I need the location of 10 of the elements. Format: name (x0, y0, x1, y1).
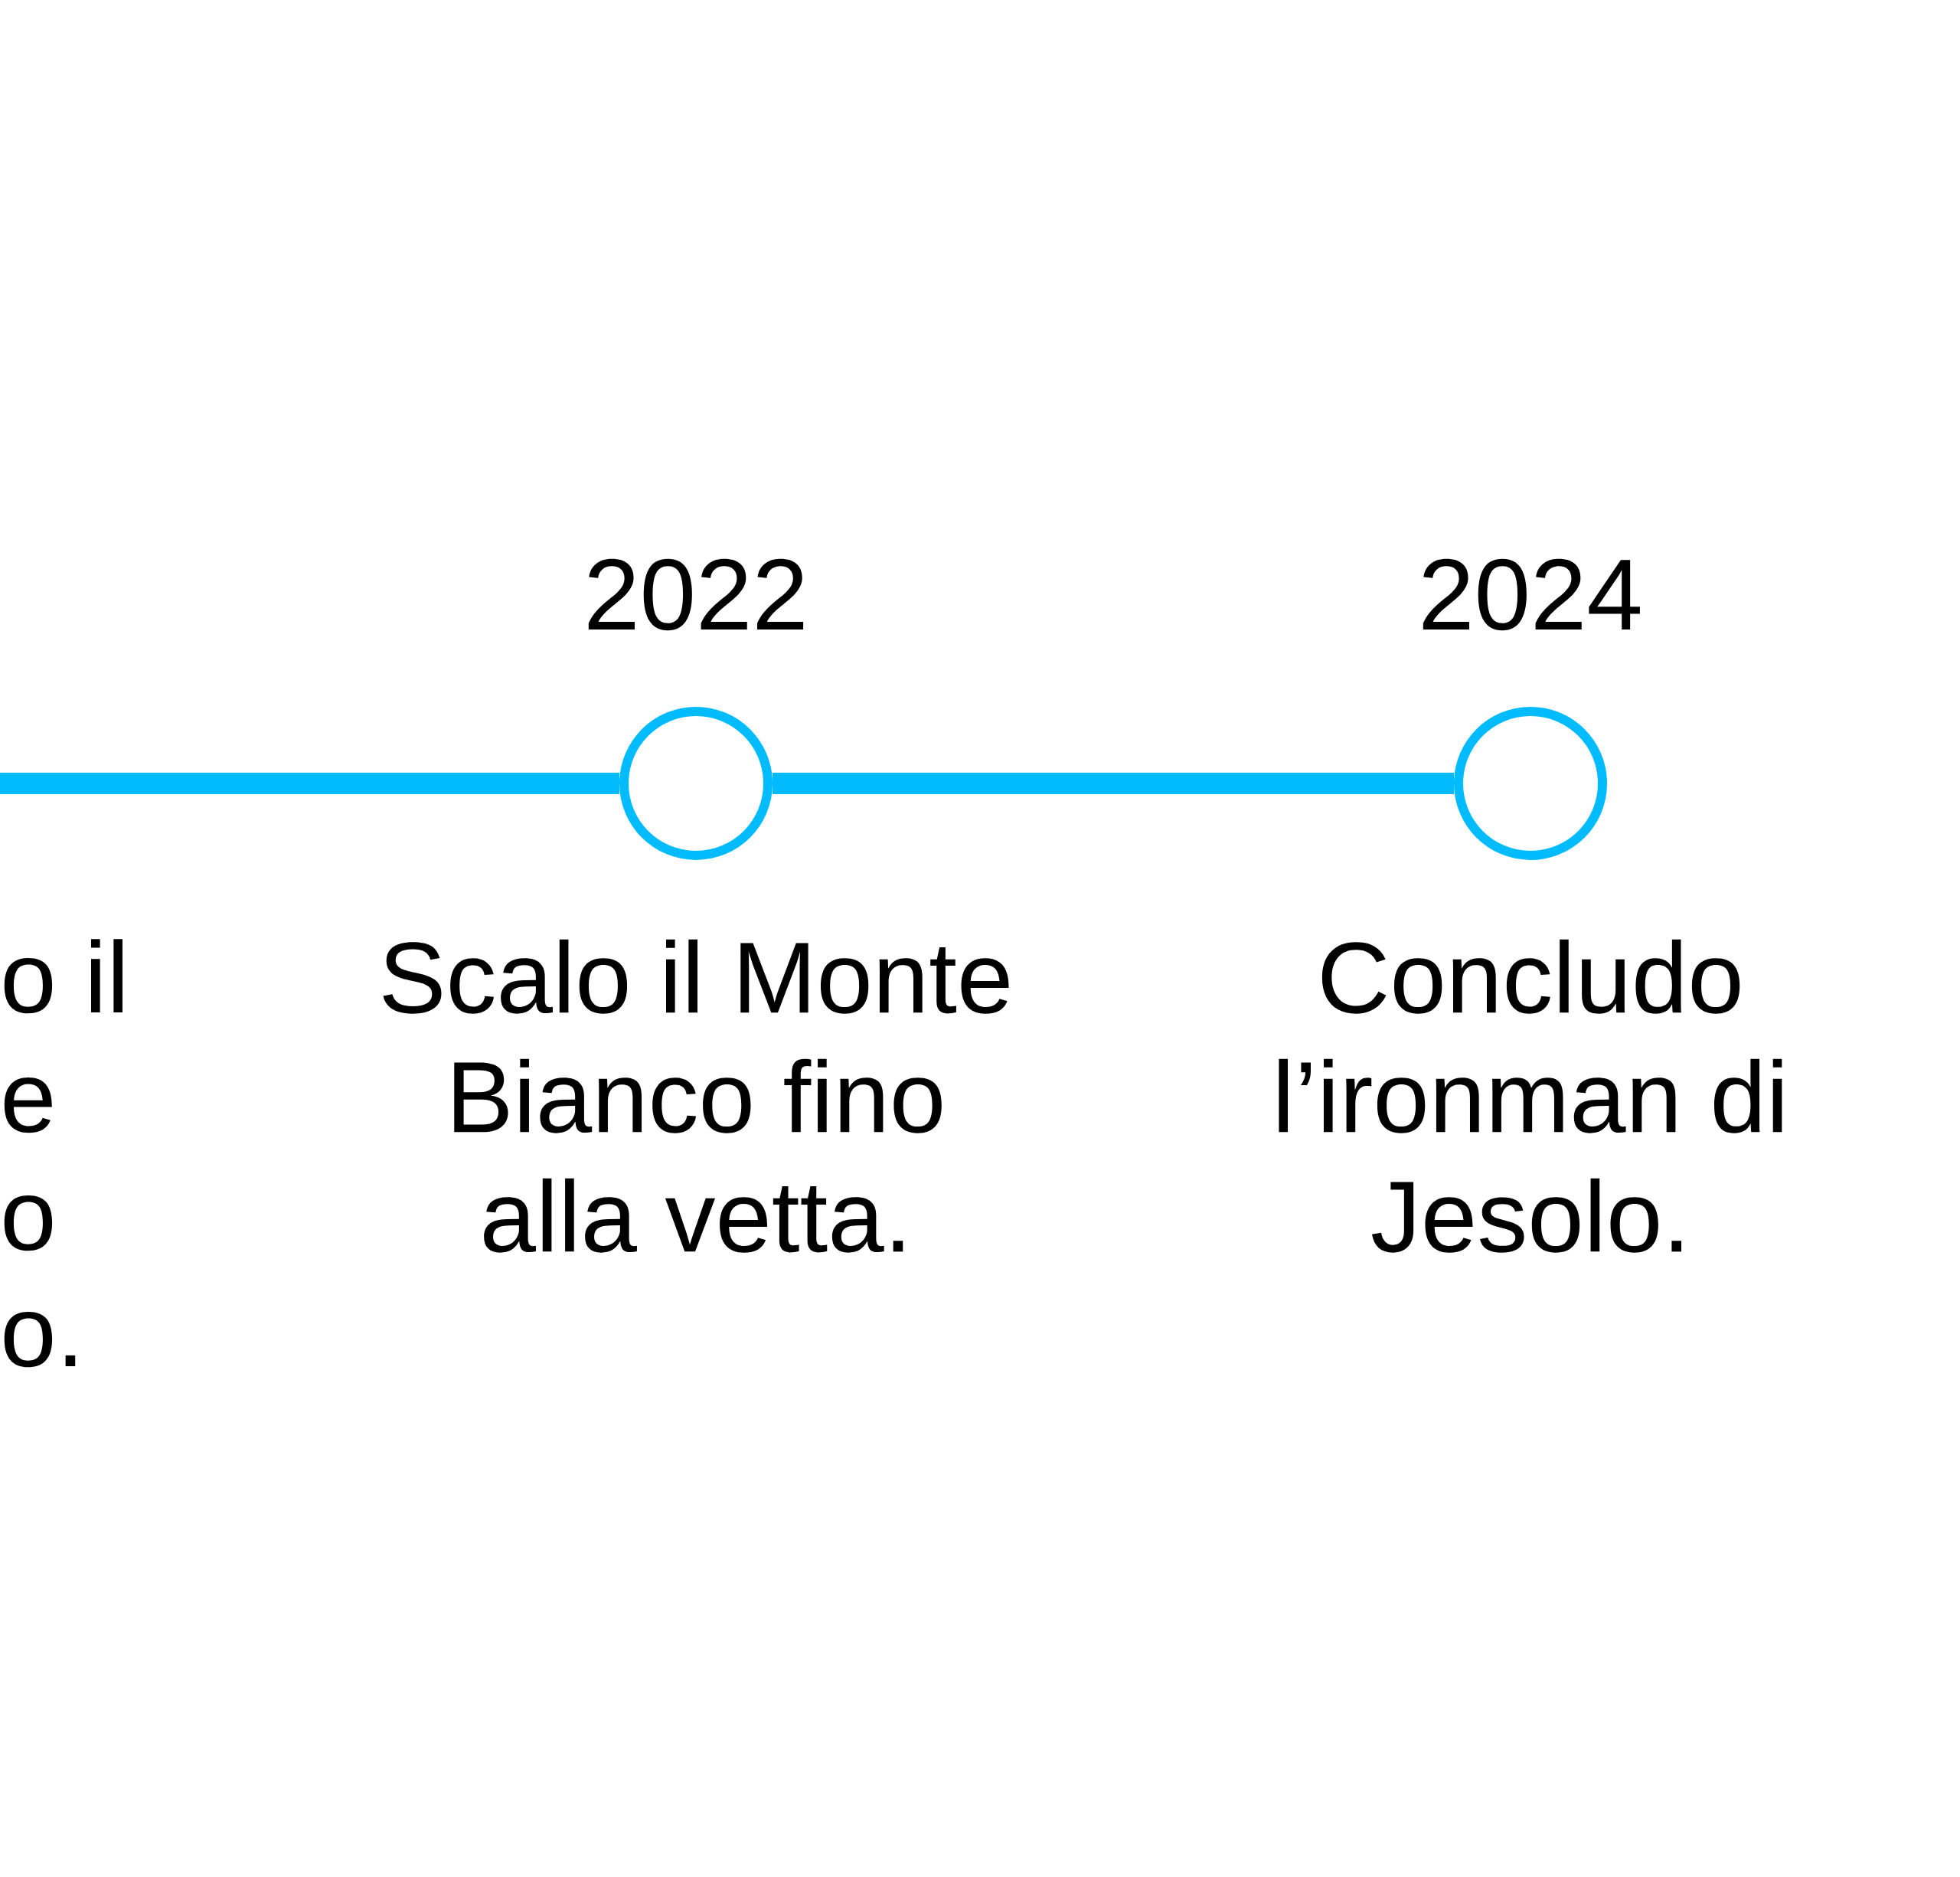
event-description: Concludo l’ironman di Jesolo. (1279, 939, 1782, 1253)
text-fragment: o. (4, 1311, 76, 1368)
text-fragment: e (4, 1077, 52, 1133)
timeline-line (0, 772, 619, 794)
timeline-line (773, 772, 1454, 794)
event-description: Scalo il Monte Bianco fino alla vetta. (383, 939, 1009, 1253)
text-fragment: o il (4, 939, 122, 1014)
year-label: 2022 (588, 558, 804, 631)
year-label: 2024 (1423, 558, 1640, 631)
text-fragment: o (4, 1195, 53, 1251)
